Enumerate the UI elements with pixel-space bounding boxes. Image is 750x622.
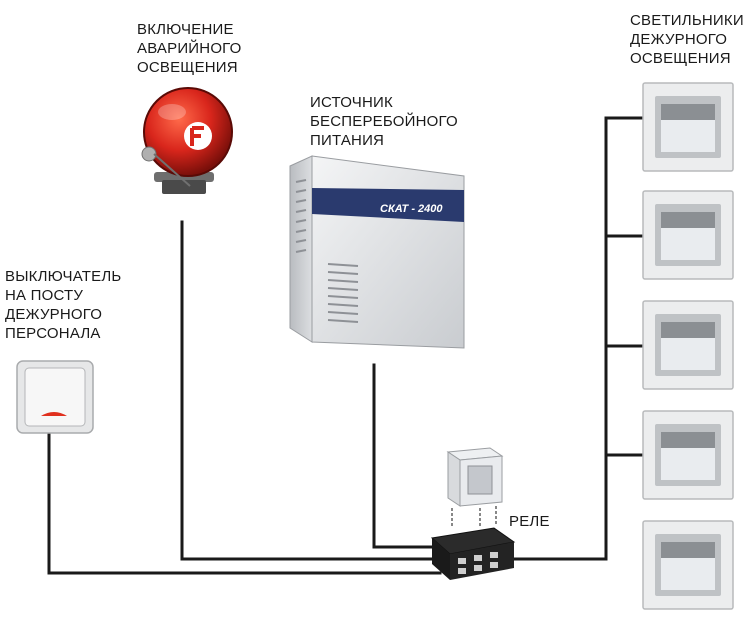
relay-label: РЕЛЕ (509, 513, 550, 530)
alarm-label: ВКЛЮЧЕНИЕ АВАРИЙНОГО ОСВЕЩЕНИЯ (137, 20, 242, 77)
ups-label-line-3: ПИТАНИЯ (310, 132, 385, 149)
wire-switch-relay (47, 433, 442, 575)
lights-label-line-3: ОСВЕЩЕНИЯ (630, 50, 731, 67)
ups-box-icon: СКАТ - 2400 (289, 155, 465, 349)
alarm-label-line-2: АВАРИЙНОГО (137, 40, 242, 57)
switch-label-line-2: НА ПОСТУ (5, 287, 84, 304)
ups-label-line-2: БЕСПЕРЕБОЙНОГО (310, 113, 458, 130)
step-light-icon (642, 82, 734, 172)
wire-alarm-relay (180, 220, 438, 561)
step-light-icon (642, 190, 734, 280)
step-light-icon (642, 520, 734, 610)
wire-ups-relay (372, 363, 434, 549)
relay-cube-icon (446, 447, 504, 526)
switch-label-line-1: ВЫКЛЮЧАТЕЛЬ (5, 268, 122, 285)
ups-label-line-1: ИСТОЧНИК (310, 94, 393, 111)
lights-label-line-1: СВЕТИЛЬНИКИ (630, 12, 744, 29)
switch-label-line-3: ДЕЖУРНОГО (5, 306, 103, 323)
lights-label: СВЕТИЛЬНИКИ ДЕЖУРНОГО ОСВЕЩЕНИЯ (630, 11, 744, 68)
ups-brand-text: СКАТ - 2400 (380, 203, 443, 215)
alarm-label-line-1: ВКЛЮЧЕНИЕ (137, 21, 234, 38)
switch-label: ВЫКЛЮЧАТЕЛЬ НА ПОСТУ ДЕЖУРНОГО ПЕРСОНАЛА (5, 267, 121, 343)
alarm-label-line-3: ОСВЕЩЕНИЯ (137, 59, 238, 76)
wall-switch-icon (16, 360, 94, 434)
ups-label: ИСТОЧНИК БЕСПЕРЕБОЙНОГО ПИТАНИЯ (310, 93, 458, 150)
switch-label-line-4: ПЕРСОНАЛА (5, 325, 101, 342)
relay-socket-icon (430, 527, 516, 580)
step-light-icon (642, 410, 734, 500)
step-light-icon (642, 300, 734, 390)
lights-label-line-2: ДЕЖУРНОГО (630, 31, 728, 48)
alarm-bell-icon (141, 87, 233, 194)
